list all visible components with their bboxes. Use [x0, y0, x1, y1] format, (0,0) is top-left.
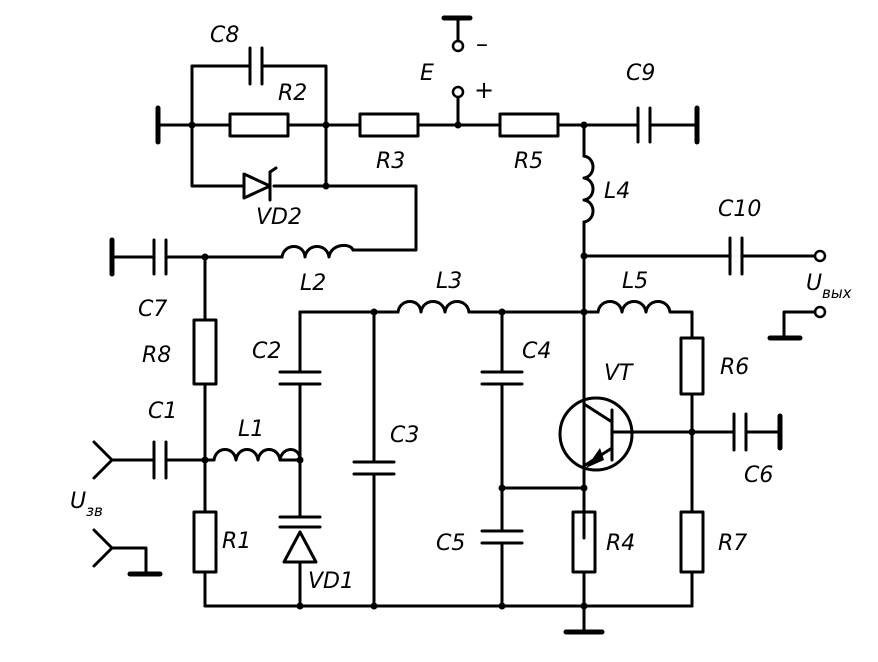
capacitor-c10: [728, 236, 744, 276]
label-l1: L1: [238, 417, 264, 442]
resistor-r6: [679, 336, 705, 396]
label-u-in-sub: зв: [86, 502, 103, 520]
label-r2: R2: [278, 81, 307, 106]
label-r8: R8: [142, 343, 171, 368]
label-c3: C3: [390, 423, 419, 448]
label-r3: R3: [376, 149, 405, 174]
l3-rail: [298, 300, 694, 608]
label-c4: C4: [522, 339, 551, 364]
ground-rail: [203, 604, 694, 635]
label-c6: C6: [744, 463, 773, 488]
top-wires: [155, 15, 700, 252]
supply-terminals: [451, 39, 465, 99]
transistor-vt: [558, 310, 694, 514]
resistor-r5: [498, 112, 560, 138]
label-u-out: U: [806, 271, 822, 296]
label-c9: C9: [626, 61, 655, 86]
resistor-r1: [192, 510, 218, 574]
label-plus: +: [474, 76, 494, 104]
resistor-r7: [679, 510, 705, 574]
label-l3: L3: [436, 269, 462, 294]
label-e: E: [420, 61, 434, 86]
label-c5: C5: [436, 531, 465, 556]
resistor-r8: [192, 318, 218, 386]
capacitor-c7: [152, 238, 168, 276]
capacitor-c6: [690, 412, 783, 452]
capacitor-c8: [248, 46, 264, 86]
capacitor-c1: [152, 440, 168, 480]
label-c2: C2: [252, 339, 281, 364]
l2-line: [109, 237, 355, 322]
capacitor-c4: [480, 370, 524, 386]
label-r5: R5: [514, 149, 543, 174]
label-r6: R6: [720, 355, 749, 380]
label-l2: L2: [300, 271, 326, 296]
label-c10: C10: [718, 197, 761, 222]
resistor-r3: [358, 112, 420, 138]
varicap-vd1: [278, 515, 322, 608]
label-r7: R7: [718, 531, 747, 556]
label-vd2: VD2: [256, 205, 302, 230]
label-r1: R1: [222, 529, 251, 554]
label-r4: R4: [606, 531, 635, 556]
capacitor-c9: [636, 106, 652, 144]
resistor-r2: [228, 112, 290, 138]
label-l4: L4: [604, 179, 630, 204]
label-c1: C1: [148, 399, 177, 424]
label-l5: L5: [622, 269, 648, 294]
label-c8: C8: [210, 23, 239, 48]
label-c7: C7: [138, 297, 167, 322]
label-minus: –: [476, 30, 488, 58]
capacitor-c2: [278, 370, 322, 386]
capacitor-c3: [352, 460, 396, 476]
label-vt: VT: [604, 361, 634, 386]
input-side: [92, 440, 302, 577]
label-u-out-sub: вых: [822, 284, 852, 302]
capacitor-c5: [480, 529, 524, 545]
output-terminals: [767, 249, 827, 341]
diode-vd2: [242, 166, 278, 202]
junction-dots: [188, 121, 696, 610]
label-u-in: U: [70, 489, 86, 514]
label-vd1: VD1: [308, 569, 354, 594]
